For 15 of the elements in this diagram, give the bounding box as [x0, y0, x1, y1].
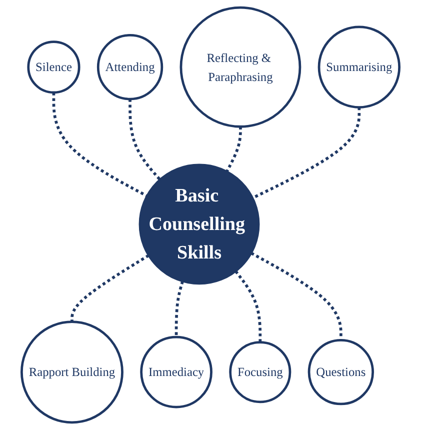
node-circle: Summarising — [318, 26, 400, 108]
connector — [226, 126, 242, 172]
connector — [128, 99, 161, 181]
node-circle: Reflecting & Paraphrasing — [180, 6, 302, 128]
node-circle: Focusing — [229, 341, 292, 404]
connector — [174, 280, 184, 338]
node-circle: Attending — [96, 34, 164, 100]
connector — [252, 107, 361, 200]
connector — [234, 270, 262, 342]
connector — [70, 254, 150, 322]
node-circle: Basic Counselling Skills — [138, 164, 260, 285]
node-circle: Silence — [27, 40, 80, 94]
node-circle: Rapport Building — [20, 320, 124, 424]
node-circle: Questions — [308, 339, 374, 406]
node-circle: Immediacy — [140, 336, 212, 408]
